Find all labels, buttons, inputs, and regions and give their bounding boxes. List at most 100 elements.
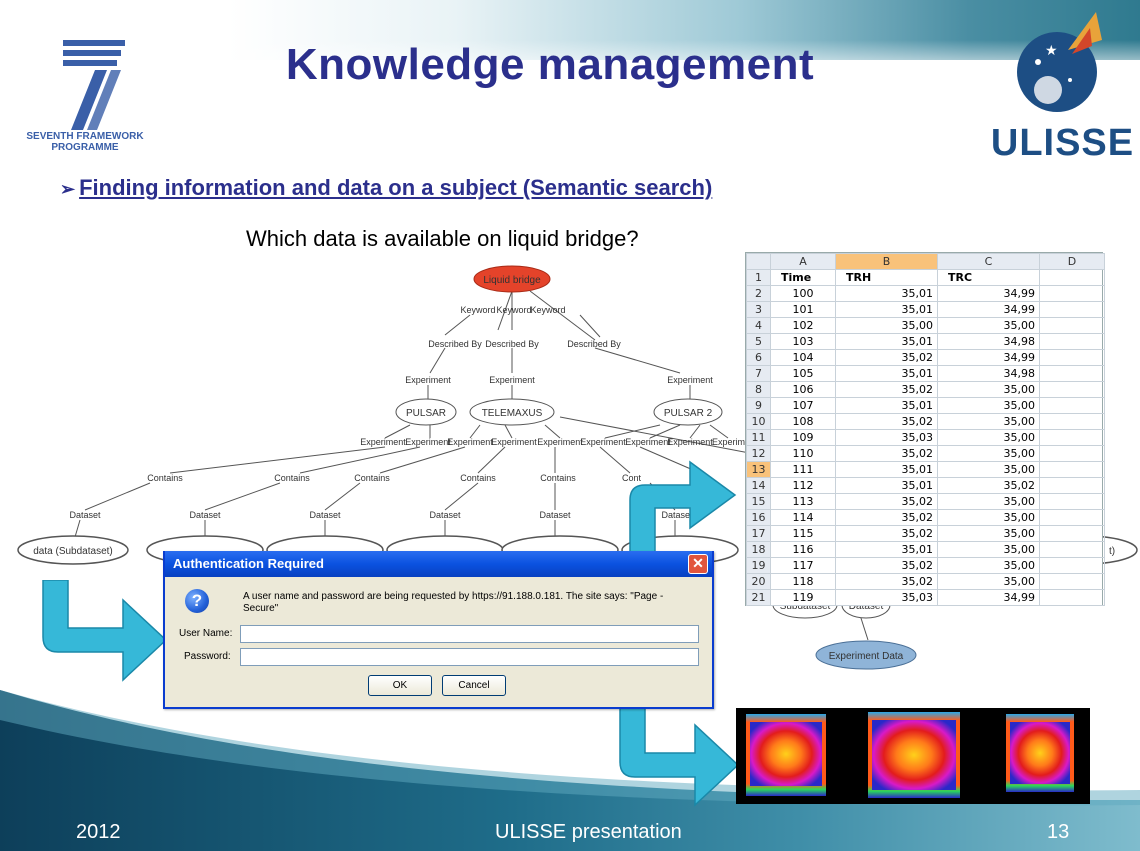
table-cell[interactable]: 100	[770, 285, 836, 302]
table-cell[interactable]: 119	[770, 589, 836, 606]
table-cell[interactable]: 34,98	[937, 333, 1040, 350]
table-cell[interactable]	[1039, 477, 1105, 494]
table-cell[interactable]: 35,00	[937, 557, 1040, 574]
column-header[interactable]: D	[1039, 253, 1105, 270]
table-cell[interactable]: 116	[770, 541, 836, 558]
table-cell[interactable]	[1039, 365, 1105, 382]
table-cell[interactable]: Time	[770, 269, 836, 286]
table-cell[interactable]: 117	[770, 557, 836, 574]
table-cell[interactable]	[1039, 509, 1105, 526]
table-cell[interactable]: 35,01	[835, 365, 938, 382]
table-cell[interactable]	[1039, 461, 1105, 478]
row-number[interactable]: 6	[746, 349, 771, 366]
row-number[interactable]: 1	[746, 269, 771, 286]
table-cell[interactable]: 35,02	[835, 573, 938, 590]
table-cell[interactable]	[1039, 493, 1105, 510]
table-cell[interactable]: 35,03	[835, 589, 938, 606]
table-cell[interactable]: 35,02	[937, 477, 1040, 494]
row-number[interactable]: 19	[746, 557, 771, 574]
row-number[interactable]: 2	[746, 285, 771, 302]
table-cell[interactable]: 35,01	[835, 477, 938, 494]
table-cell[interactable]	[1039, 589, 1105, 606]
row-number[interactable]: 13	[746, 461, 771, 478]
dialog-titlebar[interactable]: Authentication Required ✕	[165, 551, 712, 577]
table-cell[interactable]: 35,01	[835, 541, 938, 558]
table-cell[interactable]: TRH	[835, 269, 938, 286]
row-number[interactable]: 20	[746, 573, 771, 590]
table-cell[interactable]: 114	[770, 509, 836, 526]
table-cell[interactable]	[1039, 317, 1105, 334]
table-cell[interactable]: 104	[770, 349, 836, 366]
row-number[interactable]: 17	[746, 525, 771, 542]
row-number[interactable]: 15	[746, 493, 771, 510]
table-cell[interactable]: TRC	[937, 269, 1040, 286]
column-header[interactable]: C	[937, 253, 1040, 270]
column-header-selected[interactable]: B	[835, 253, 938, 270]
table-cell[interactable]: 35,03	[835, 429, 938, 446]
row-number[interactable]: 16	[746, 509, 771, 526]
table-cell[interactable]: 35,00	[937, 509, 1040, 526]
table-cell[interactable]: 35,00	[937, 445, 1040, 462]
table-cell[interactable]: 35,00	[937, 493, 1040, 510]
table-cell[interactable]	[1039, 429, 1105, 446]
table-cell[interactable]: 34,98	[937, 365, 1040, 382]
table-cell[interactable]: 102	[770, 317, 836, 334]
table-cell[interactable]: 111	[770, 461, 836, 478]
row-number[interactable]: 14	[746, 477, 771, 494]
table-cell[interactable]	[1039, 301, 1105, 318]
table-cell[interactable]: 112	[770, 477, 836, 494]
table-cell[interactable]: 113	[770, 493, 836, 510]
table-cell[interactable]: 35,01	[835, 333, 938, 350]
table-cell[interactable]: 35,02	[835, 445, 938, 462]
table-cell[interactable]: 105	[770, 365, 836, 382]
table-cell[interactable]: 106	[770, 381, 836, 398]
table-cell[interactable]: 110	[770, 445, 836, 462]
table-cell[interactable]: 35,02	[835, 509, 938, 526]
table-cell[interactable]: 35,00	[835, 317, 938, 334]
row-number[interactable]: 11	[746, 429, 771, 446]
table-cell[interactable]: 118	[770, 573, 836, 590]
table-cell[interactable]: 101	[770, 301, 836, 318]
table-cell[interactable]: 35,01	[835, 397, 938, 414]
table-cell[interactable]: 35,00	[937, 461, 1040, 478]
table-cell[interactable]: 35,01	[835, 285, 938, 302]
password-input[interactable]	[240, 648, 699, 666]
table-cell[interactable]	[1039, 445, 1105, 462]
row-number[interactable]: 5	[746, 333, 771, 350]
table-cell[interactable]: 107	[770, 397, 836, 414]
table-cell[interactable]: 34,99	[937, 349, 1040, 366]
row-number[interactable]: 21	[746, 589, 771, 606]
table-cell[interactable]: 35,02	[835, 557, 938, 574]
user-name-input[interactable]	[240, 625, 699, 643]
row-number[interactable]: 4	[746, 317, 771, 334]
table-cell[interactable]: 35,02	[835, 413, 938, 430]
column-header[interactable]	[746, 253, 771, 270]
table-cell[interactable]: 35,02	[835, 493, 938, 510]
table-cell[interactable]: 35,00	[937, 413, 1040, 430]
row-number[interactable]: 7	[746, 365, 771, 382]
cancel-button[interactable]: Cancel	[442, 675, 506, 696]
row-number[interactable]: 10	[746, 413, 771, 430]
ok-button[interactable]: OK	[368, 675, 432, 696]
table-cell[interactable]: 35,00	[937, 429, 1040, 446]
table-cell[interactable]	[1039, 349, 1105, 366]
table-cell[interactable]	[1039, 285, 1105, 302]
row-number[interactable]: 3	[746, 301, 771, 318]
table-cell[interactable]: 35,00	[937, 541, 1040, 558]
table-cell[interactable]: 103	[770, 333, 836, 350]
table-cell[interactable]: 35,00	[937, 381, 1040, 398]
table-cell[interactable]: 34,99	[937, 301, 1040, 318]
table-cell[interactable]: 35,00	[937, 397, 1040, 414]
table-cell[interactable]	[1039, 557, 1105, 574]
row-number[interactable]: 12	[746, 445, 771, 462]
table-cell[interactable]: 35,02	[835, 525, 938, 542]
table-cell[interactable]: 35,02	[835, 349, 938, 366]
table-cell[interactable]	[1039, 269, 1105, 286]
table-cell[interactable]	[1039, 397, 1105, 414]
table-cell[interactable]: 35,00	[937, 317, 1040, 334]
table-cell[interactable]: 35,01	[835, 301, 938, 318]
row-number[interactable]: 18	[746, 541, 771, 558]
table-cell[interactable]	[1039, 541, 1105, 558]
table-cell[interactable]	[1039, 333, 1105, 350]
table-cell[interactable]: 108	[770, 413, 836, 430]
